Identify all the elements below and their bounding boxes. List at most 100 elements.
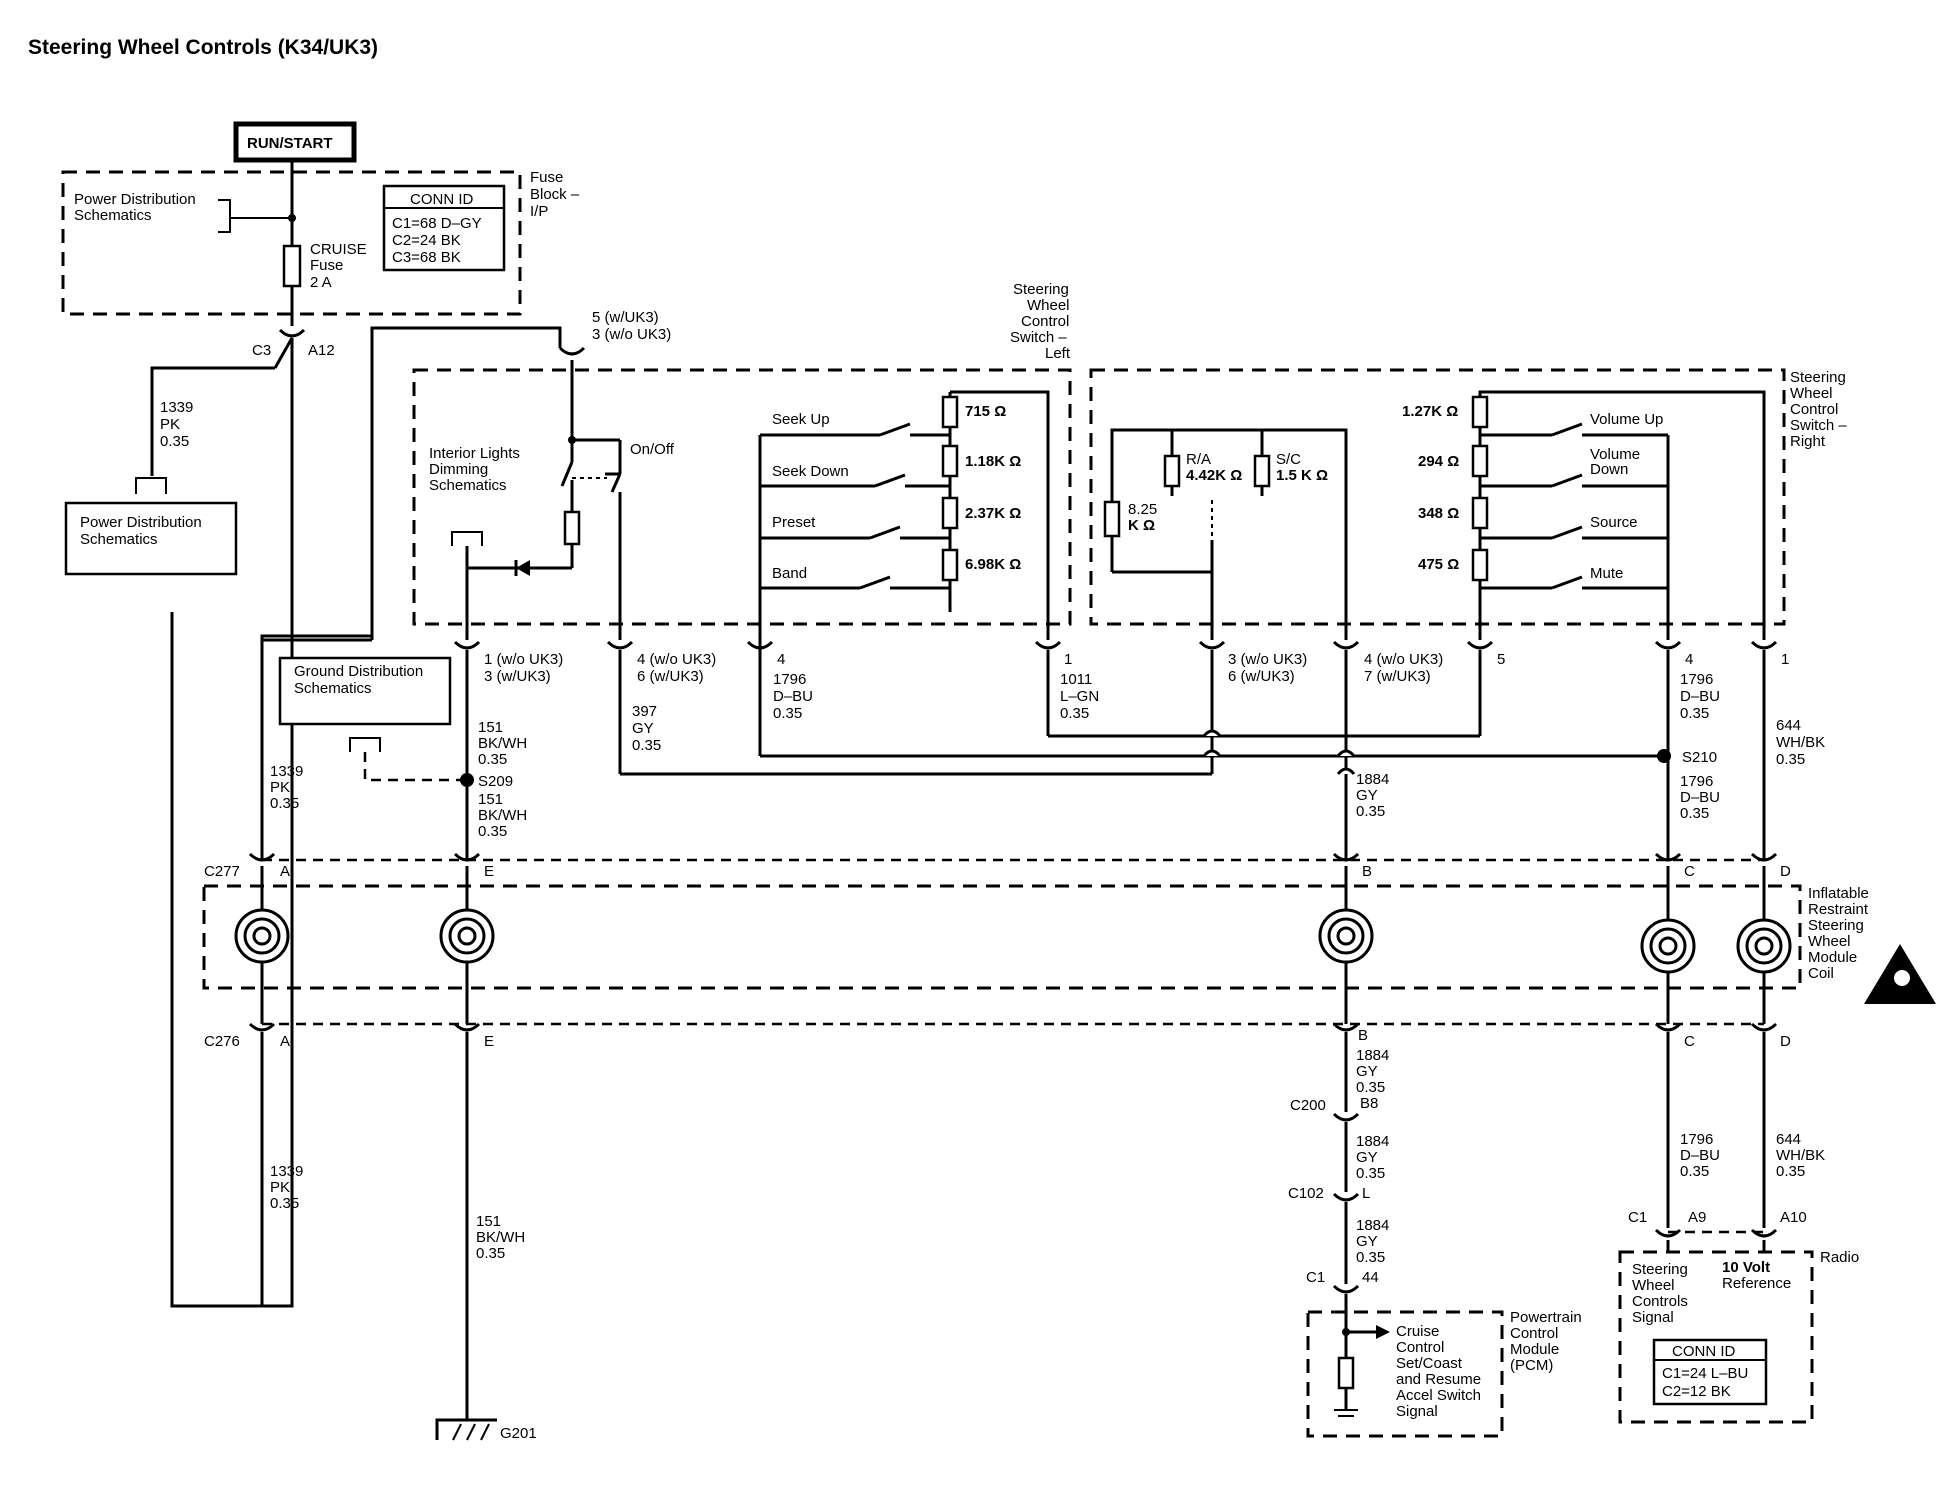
wire-1884b-size: 0.35 (1356, 1079, 1385, 1096)
wire-397-color: GY (632, 720, 654, 737)
conn-id-title: CONN ID (410, 191, 474, 208)
fuse-block-label-3: I/P (530, 203, 548, 220)
wire-1884d-color: GY (1356, 1233, 1378, 1250)
pcm-signal-2: Control (1396, 1339, 1444, 1356)
c102-label: C102 (1288, 1185, 1324, 1202)
wire-397-num: 397 (632, 703, 657, 720)
coil-label-2: Restraint (1808, 901, 1869, 918)
pcm-label-4: (PCM) (1510, 1357, 1553, 1374)
res-6-98k: 6.98K Ω (965, 556, 1021, 573)
c3-connector (278, 328, 306, 338)
ground-dist-ref-1: Ground Distribution (294, 663, 423, 680)
pin-3: 4 (777, 651, 785, 668)
splice-s210-label: S210 (1682, 749, 1717, 766)
run-start-label: RUN/START (247, 135, 333, 152)
res-475: 475 Ω (1418, 556, 1459, 573)
conn-id-row-2: C2=24 BK (392, 232, 461, 249)
c276-label: C276 (204, 1033, 240, 1050)
left-switch-label-2: Wheel (1027, 297, 1070, 314)
power-dist-ref-box (64, 501, 238, 576)
right-switch-label-2: Wheel (1790, 385, 1833, 402)
wire-1339-color: PK (160, 416, 180, 433)
wire-1339a-size: 0.35 (270, 795, 299, 812)
c277-pin-a: A (280, 863, 290, 880)
btn-source: Source (1590, 514, 1638, 531)
pcm-box (1306, 1310, 1504, 1438)
left-switch-label-3: Control (1021, 313, 1069, 330)
wire-1884b-num: 1884 (1356, 1047, 1389, 1064)
ground-dist-ref-2: Schematics (294, 680, 372, 697)
pcm-label-2: Control (1510, 1325, 1558, 1342)
radio-signal-4: Signal (1632, 1309, 1674, 1326)
res-348: 348 Ω (1418, 505, 1459, 522)
c276-connectors (248, 1022, 1778, 1032)
radio-conn-id-row-2: C2=12 BK (1662, 1383, 1731, 1400)
left-switch-top-pin-2: 3 (w/o UK3) (592, 326, 671, 343)
pcm-signal-3: Set/Coast (1396, 1355, 1463, 1372)
power-ref-bracket (218, 199, 231, 233)
fuse-block-label-2: Block – (530, 186, 580, 203)
wire-397-size: 0.35 (632, 737, 661, 754)
wire-1884b-color: GY (1356, 1063, 1378, 1080)
switch-pin-connectors (453, 640, 1778, 650)
left-switch-top-pin-1: 5 (w/UK3) (592, 309, 659, 326)
wire-1796a-color: D–BU (773, 688, 813, 705)
pcm-label-3: Module (1510, 1341, 1559, 1358)
wire-1796c-color: D–BU (1680, 789, 1720, 806)
switch-left-box (412, 368, 1072, 626)
btn-seek-up: Seek Up (772, 411, 830, 428)
wire-1796a-num: 1796 (773, 671, 806, 688)
wire-1884c-color: GY (1356, 1149, 1378, 1166)
radio-ref-1: 10 Volt (1722, 1259, 1770, 1276)
c276-pin-a: A (280, 1033, 290, 1050)
fuse-word: Fuse (310, 257, 343, 274)
pin-8: 4 (1685, 651, 1693, 668)
pin-6-a: 4 (w/o UK3) (1364, 651, 1443, 668)
pcm-label-1: Powertrain (1510, 1309, 1582, 1326)
wire-1339a-num: 1339 (270, 763, 303, 780)
wire-1796a-size: 0.35 (773, 705, 802, 722)
wire-644b-size: 0.35 (1776, 1163, 1805, 1180)
ground-g201: G201 (500, 1425, 537, 1442)
pin-9: 1 (1781, 651, 1789, 668)
coil-label-1: Inflatable (1808, 885, 1869, 902)
conn-id-row-1: C1=68 D–GY (392, 215, 482, 232)
radio-signal-1: Steering (1632, 1261, 1688, 1278)
coil-module-box (202, 884, 1802, 990)
radio-conn-id-title: CONN ID (1672, 1343, 1736, 1360)
radio-c1-connector-a9 (1654, 1228, 1682, 1238)
c277-pin-d: D (1780, 863, 1791, 880)
radio-label: Radio (1820, 1249, 1859, 1266)
res-8-25-a: 8.25 (1128, 501, 1157, 518)
btn-seek-down: Seek Down (772, 463, 849, 480)
fuse-name: CRUISE (310, 241, 367, 258)
wire-151c-color: BK/WH (476, 1229, 525, 1246)
res-sc-a: S/C (1276, 451, 1301, 468)
c200-label: C200 (1290, 1097, 1326, 1114)
coil-spirals (234, 908, 1792, 974)
btn-volume-down-1: Volume (1590, 446, 1640, 463)
radio-ref-2: Reference (1722, 1275, 1791, 1292)
wire-644a-color: WH/BK (1776, 734, 1825, 751)
wire-1011-color: L–GN (1060, 688, 1099, 705)
c200-connector (1332, 1112, 1360, 1122)
pcm-c1-label: C1 (1306, 1269, 1325, 1286)
pcm-c1-connector (1332, 1284, 1360, 1294)
wire-151a-size: 0.35 (478, 751, 507, 768)
pcm-signal-5: Accel Switch (1396, 1387, 1481, 1404)
pin-5-a: 3 (w/o UK3) (1228, 651, 1307, 668)
fuse-rating: 2 A (310, 274, 332, 291)
pcm-signal-4: and Resume (1396, 1371, 1481, 1388)
interior-lights-2: Dimming (429, 461, 488, 478)
c200-pin: B8 (1360, 1095, 1378, 1112)
wire-151b-size: 0.35 (478, 823, 507, 840)
wire-644b-num: 644 (1776, 1131, 1801, 1148)
radio-c1-connector-a10 (1750, 1228, 1778, 1238)
res-1-18k: 1.18K Ω (965, 453, 1021, 470)
pcm-signal-1: Cruise (1396, 1323, 1439, 1340)
wire-1884d-num: 1884 (1356, 1217, 1389, 1234)
wire-1884a-num: 1884 (1356, 771, 1389, 788)
res-sc-b: 1.5 K Ω (1276, 467, 1328, 484)
right-switch-label-1: Steering (1790, 369, 1846, 386)
wire-1339-num: 1339 (160, 399, 193, 416)
